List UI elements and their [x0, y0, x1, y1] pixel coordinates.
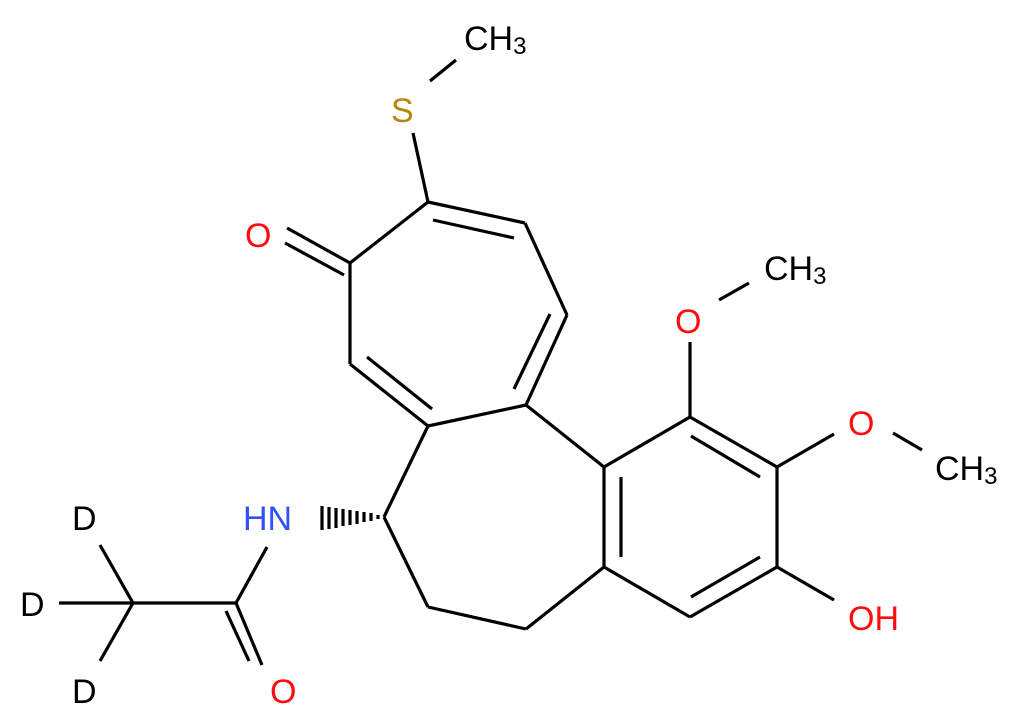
amide-nh-label: HN [243, 500, 292, 538]
amide-oxygen-label: O [270, 673, 296, 711]
deuterium-label-2: D [20, 586, 45, 624]
hydroxyl-label: OH [848, 600, 899, 638]
methoxy1-methyl-label: CH3 [764, 250, 826, 290]
methoxy2-oxygen-label: O [848, 405, 874, 443]
sulfur-label: S [391, 92, 414, 130]
ketone-oxygen-label: O [245, 217, 271, 255]
deuterium-label-1: D [72, 500, 97, 538]
tropolone-ring [348, 200, 569, 428]
ketone-bond [284, 226, 351, 277]
thiomethyl-bonds [411, 58, 458, 203]
substituent-bonds [688, 281, 923, 602]
deuterium-label-3: D [72, 673, 97, 711]
acetamide-bonds [59, 544, 269, 666]
s-methyl-label: CH3 [464, 20, 526, 60]
methoxy2-methyl-label: CH3 [935, 450, 997, 490]
central-ring [382, 403, 605, 631]
hashed-wedge-bond [320, 506, 380, 530]
benzene-ring [602, 415, 779, 619]
methoxy1-oxygen-label: O [675, 303, 701, 341]
